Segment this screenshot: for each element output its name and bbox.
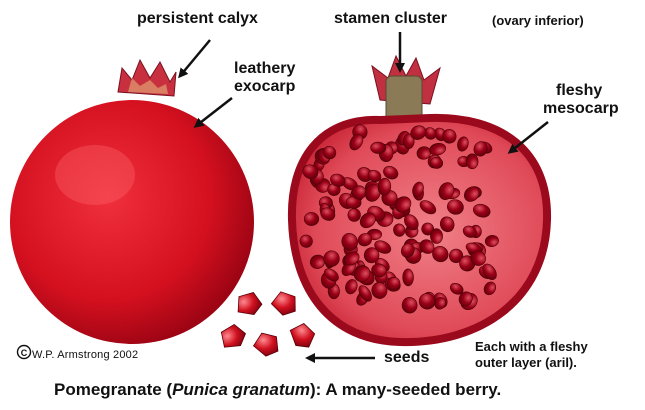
loose-seed: [216, 321, 249, 353]
label-leathery-exocarp-line2: exocarp: [234, 78, 295, 96]
caption-prefix: Pomegranate (: [54, 380, 172, 399]
seed: [430, 228, 443, 243]
label-fleshy-mesocarp-line2: mesocarp: [543, 100, 619, 118]
loose-seeds: [216, 290, 318, 358]
whole-pomegranate: [10, 60, 254, 344]
seed: [466, 154, 478, 169]
seed: [352, 186, 367, 200]
seed: [403, 269, 414, 286]
label-aril-line1: Each with a fleshy: [475, 339, 588, 354]
arrow-persistent-calyx: [180, 40, 210, 76]
arrow-leathery-exocarp: [196, 98, 232, 126]
label-ovary-inferior: (ovary inferior): [492, 13, 584, 28]
caption-species: Punica granatum: [172, 380, 310, 399]
cut-pomegranate: [292, 56, 547, 342]
svg-text:C: C: [21, 348, 28, 358]
label-persistent-calyx: persistent calyx: [137, 10, 258, 28]
copyright-icon: C: [18, 346, 31, 359]
arrow-fleshy-mesocarp: [510, 122, 548, 152]
label-aril-line2: outer layer (aril).: [475, 355, 577, 370]
loose-seed: [285, 320, 318, 353]
label-seeds: seeds: [384, 349, 429, 367]
label-fleshy-mesocarp-line1: fleshy: [556, 82, 602, 100]
seed: [371, 142, 386, 154]
loose-seed: [269, 290, 299, 318]
copyright-text: W.P. Armstrong 2002: [32, 346, 138, 364]
whole-fruit-body: [10, 100, 254, 344]
whole-fruit-shine: [55, 145, 135, 205]
label-leathery-exocarp-line1: leathery: [234, 60, 295, 78]
loose-seed: [252, 332, 280, 358]
label-stamen-cluster: stamen cluster: [334, 10, 447, 28]
caption-suffix: ): A many-seeded berry.: [310, 380, 501, 399]
figure-caption: Pomegranate (Punica granatum): A many-se…: [54, 381, 501, 399]
loose-seed: [233, 290, 264, 319]
